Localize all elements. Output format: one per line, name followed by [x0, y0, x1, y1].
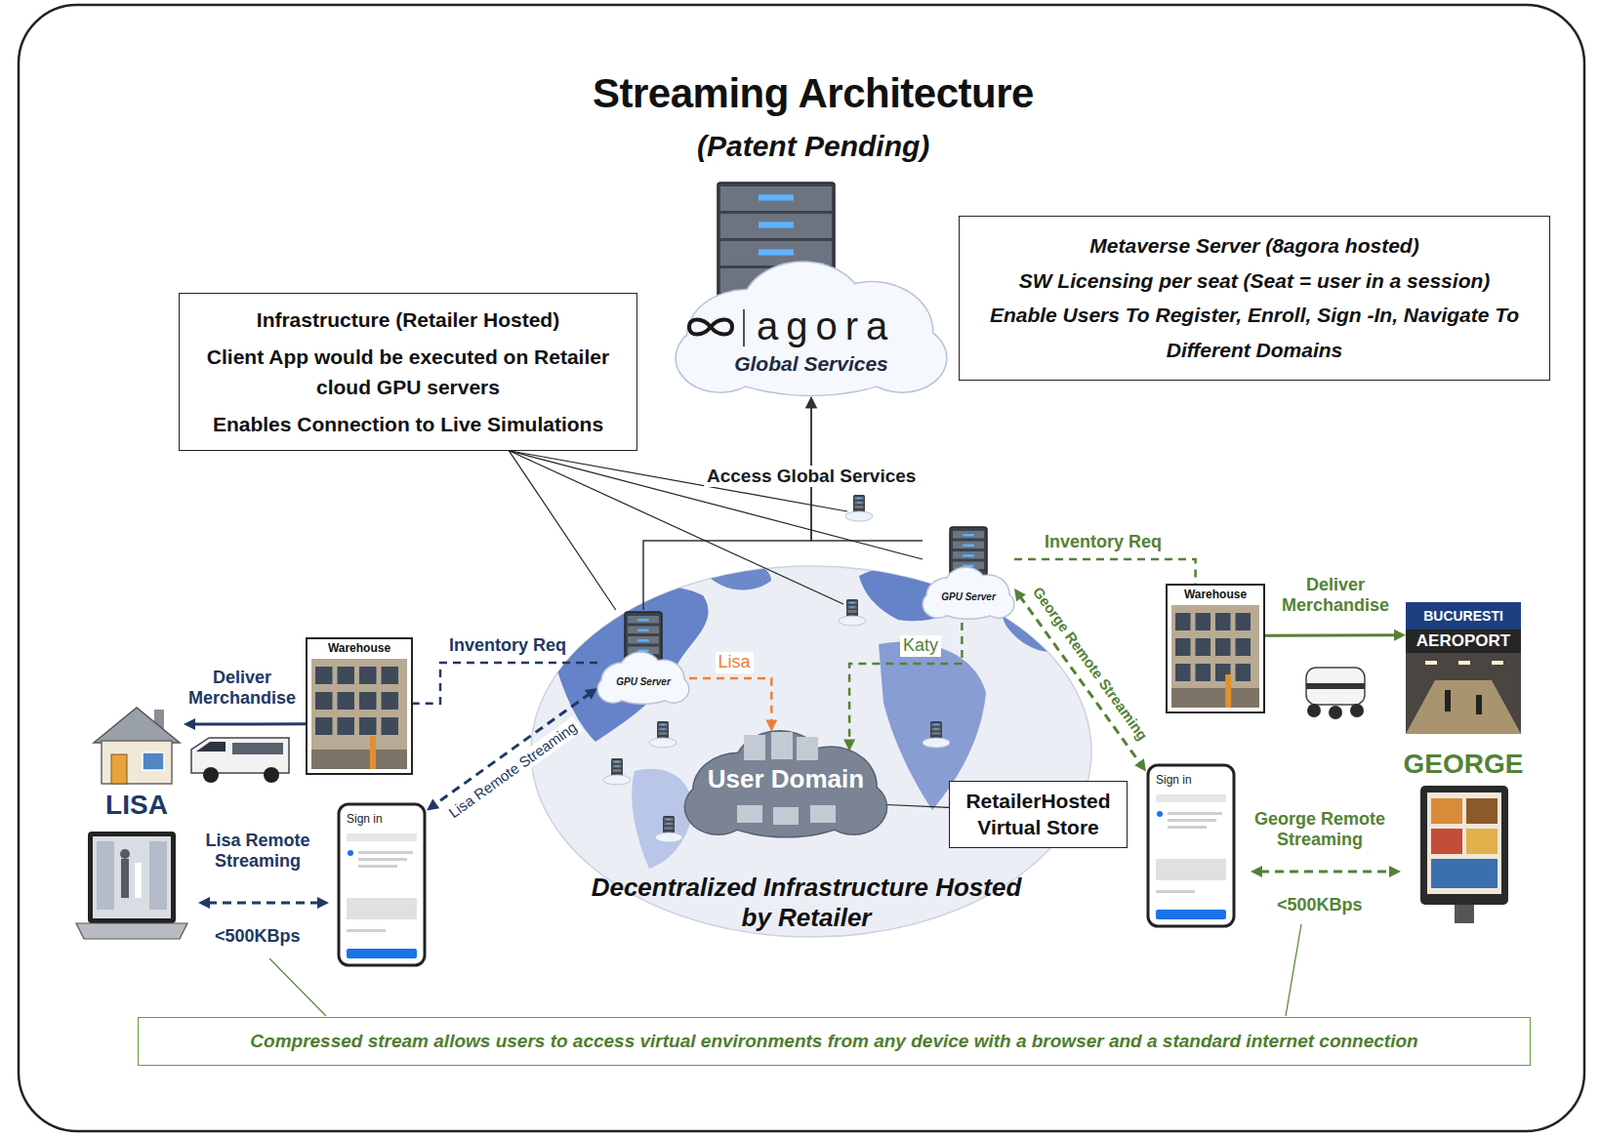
node-text: Metaverse Server (8agora hosted) — [971, 228, 1538, 264]
node-text: Enable Users To Register, Enroll, Sign -… — [971, 297, 1538, 368]
node-text: Sign in — [1155, 773, 1225, 787]
arrow-head — [805, 396, 818, 409]
small-gpu-servers — [603, 494, 950, 843]
gpu-server: GPU Server — [922, 525, 1015, 623]
edge-label: Lisa — [715, 652, 754, 674]
connector — [1265, 629, 1406, 642]
edge-label: Deliver Merchandise — [1274, 574, 1397, 617]
arrow-head — [765, 720, 778, 733]
connector — [689, 678, 778, 733]
free-label: Decentralized Infrastructure Hosted by R… — [576, 872, 1036, 934]
connector — [843, 622, 962, 752]
node-text: User Domain — [683, 764, 889, 795]
gpu-server-art — [597, 610, 690, 708]
connector — [508, 451, 923, 560]
node-text: Infrastructure (Retailer Hosted) — [191, 305, 625, 335]
caption-box: Compressed stream allows users to access… — [137, 1017, 1531, 1067]
node-text: Warehouse — [1165, 587, 1266, 602]
node-text: Warehouse — [305, 641, 413, 656]
arrow-head — [1394, 629, 1406, 642]
node-text: GEORGE — [1386, 748, 1541, 780]
free-label: Lisa Remote Streaming — [189, 830, 327, 873]
airport-image: BUCURESTIAEROPORTGEORGE — [1405, 602, 1521, 735]
phone-sign-in: Sign in — [336, 802, 427, 968]
connector — [412, 662, 598, 704]
warehouse-image: Warehouse — [1165, 583, 1266, 714]
connector — [1014, 588, 1147, 772]
connector-line — [192, 722, 306, 726]
node-text: Global Services — [673, 352, 949, 376]
connector — [1014, 559, 1196, 584]
edge-label: Deliver Merchandise — [183, 667, 301, 710]
infrastructure-box: Infrastructure (Retailer Hosted) Client A… — [178, 292, 638, 452]
outer-frame — [18, 4, 1585, 1132]
node-text: RetailerHosted Virtual Store — [955, 787, 1121, 842]
warehouse-image: Warehouse — [305, 637, 413, 776]
metaverse-server-box: Metaverse Server (8agora hosted)SW Licen… — [958, 215, 1551, 381]
warehouse-image-art — [1165, 583, 1266, 714]
user-domain-cloud: User Domain — [683, 719, 889, 842]
edge-label: Inventory Req — [446, 635, 570, 657]
kiosk — [1420, 785, 1509, 924]
warehouse-image-art — [305, 637, 413, 776]
delivery-van — [191, 738, 289, 783]
globe — [531, 554, 1092, 938]
arrow-head — [584, 688, 598, 700]
phone-sign-in-art — [1146, 763, 1236, 929]
arrow-head — [183, 718, 196, 731]
connector-line — [849, 622, 962, 743]
house-icon-art — [89, 703, 184, 786]
house-icon: LISA — [89, 703, 184, 786]
connector — [183, 718, 306, 731]
node-text: Sign in — [346, 812, 415, 826]
free-label: (Patent Pending) — [694, 128, 933, 165]
free-label: <500KBps — [1273, 895, 1366, 917]
connector-line — [1014, 559, 1196, 584]
connector-line — [689, 678, 772, 724]
free-label: George Remote Streaming — [1241, 809, 1398, 852]
edge-label: Access Global Services — [703, 465, 919, 489]
phone-sign-in: Sign in — [1146, 763, 1236, 929]
delivery-robot — [1306, 667, 1365, 720]
arrow-head — [426, 799, 440, 812]
edge-label: Katy — [900, 635, 942, 657]
connector — [886, 805, 949, 809]
connector-line — [508, 451, 923, 560]
node-text: Enables Connection to Live Simulations — [191, 410, 625, 440]
node-text: agora — [756, 303, 943, 349]
arrow-head — [1134, 758, 1147, 772]
virtual-store-box: RetailerHosted Virtual Store — [948, 780, 1128, 849]
node-text: LISA — [70, 789, 204, 821]
lisa-stream-arrow — [198, 897, 329, 909]
arrow-head — [805, 396, 818, 409]
arrow-head — [1014, 588, 1026, 602]
global-services-cloud: agoraGlobal Services — [673, 180, 949, 404]
connector — [426, 688, 598, 811]
george-stream-arrow — [1250, 865, 1401, 878]
connector — [643, 396, 818, 611]
node-text: SW Licensing per seat (Seat = user in a … — [971, 263, 1538, 299]
gpu-server: GPU Server — [597, 610, 690, 708]
node-text: GPU Server — [922, 591, 1015, 603]
laptop — [76, 831, 188, 940]
node-text: Client App would be executed on Retailer… — [191, 342, 625, 403]
connector-line — [433, 693, 590, 806]
diagram-title: Streaming Architecture — [589, 69, 1037, 119]
connector-line — [412, 662, 598, 704]
connector-line — [1265, 633, 1397, 637]
edge-label: Inventory Req — [1041, 532, 1165, 554]
gpu-server-art — [922, 525, 1015, 623]
connector-line — [886, 805, 949, 809]
node-text: AEROPORT — [1405, 631, 1521, 652]
connector-line — [1019, 595, 1141, 765]
node-text: BUCURESTI — [1405, 608, 1521, 624]
phone-sign-in-art — [336, 802, 427, 968]
free-label: <500KBps — [211, 926, 304, 948]
node-text: GPU Server — [597, 676, 690, 688]
